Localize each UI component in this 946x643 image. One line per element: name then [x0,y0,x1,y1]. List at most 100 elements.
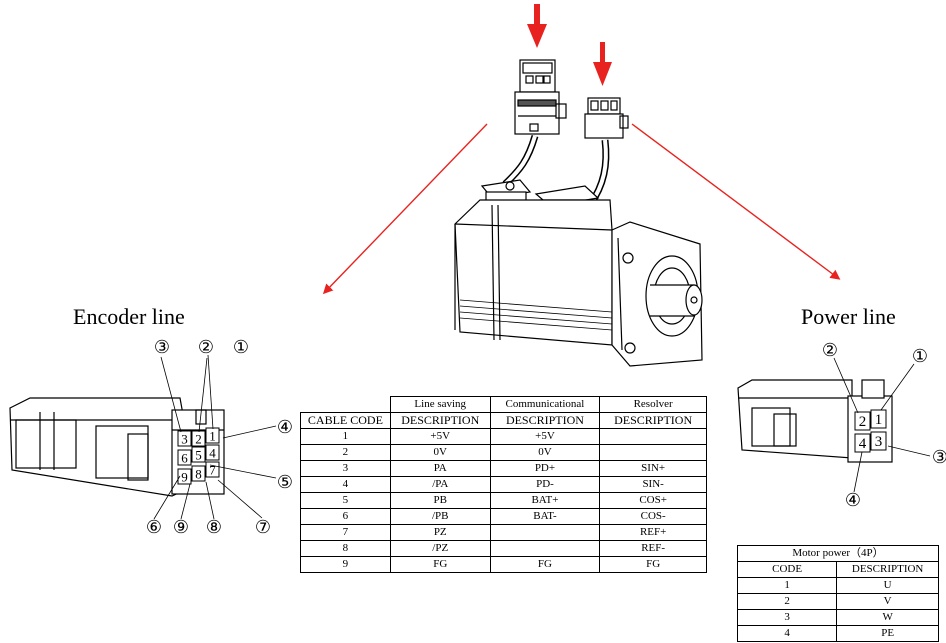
connector-arrow-encoder [527,4,547,48]
table-cell: W [836,609,939,626]
table-cell: PB [389,492,491,509]
table-cell: V [836,593,939,610]
table-cell: +5V [389,428,491,445]
table-row: 8/PZ REF- [300,540,707,557]
group-header-line-saving: Line saving [389,396,491,413]
encoder-pin-grid [177,427,220,485]
table-cell: 2 [300,444,391,461]
power-line-title: Power line [801,304,896,329]
table-cell: 1 [300,428,391,445]
table-cell: /PA [389,476,491,493]
col-header-description: DESCRIPTION [836,561,939,578]
encoder-pin-table: Line saving Communicational Resolver CAB… [300,396,707,573]
table-title-row: Motor power（4P） [737,545,939,562]
encoder-pin-3: 3 [181,432,188,447]
table-cell: 0V [389,444,491,461]
table-cell: PD- [489,476,601,493]
col-header-code: CODE [736,561,838,578]
table-header-row: CABLE CODE DESCRIPTION DESCRIPTION DESCR… [300,412,707,429]
table-cell: FG [489,556,601,573]
table-cell: FG [389,556,491,573]
blank-cell [300,396,391,413]
table-cell: 9 [300,556,391,573]
encoder-pin-8: 8 [195,467,202,482]
encoder-pin-9: 9 [181,470,188,485]
arrow-to-power-line [631,123,841,280]
encoder-callout-6: ⑥ [146,517,162,538]
table-cell: /PB [389,508,491,525]
table-cell: PA [389,460,491,477]
connector-arrow-power [593,42,612,86]
table-cell: 2 [736,593,838,610]
col-header-description: DESCRIPTION [489,412,601,429]
table-cell: REF- [599,540,707,557]
table-cell: FG [599,556,707,573]
table-cell: 4 [300,476,391,493]
group-header-communicational: Communicational [489,396,601,413]
table-cell: U [836,577,939,594]
col-header-cable-code: CABLE CODE [300,412,391,429]
servo-motor-drawing [454,59,703,367]
table-cell: PD+ [489,460,601,477]
table-cell: REF+ [599,524,707,541]
table-cell: COS- [599,508,707,525]
table-cell: /PZ [389,540,491,557]
encoder-callout-2: ② [198,337,214,358]
power-pin-1: 1 [875,412,883,428]
encoder-pin-5: 5 [195,448,202,463]
power-callout-3: ③ [932,447,946,468]
power-pin-3: 3 [875,434,883,450]
table-cell: PZ [389,524,491,541]
col-header-description: DESCRIPTION [599,412,707,429]
table-cell: 6 [300,508,391,525]
table-cell: 3 [300,460,391,477]
table-cell: +5V [489,428,601,445]
encoder-callout-4: ④ [277,417,293,438]
encoder-pin-7: 7 [209,463,216,478]
group-header-resolver: Resolver [599,396,707,413]
col-header-description: DESCRIPTION [389,412,491,429]
encoder-callout-7: ⑦ [255,517,271,538]
table-header-row: CODE DESCRIPTION [736,561,939,578]
table-cell: 5 [300,492,391,509]
table-row: 1+5V+5V [300,428,707,445]
power-callout-2: ② [822,340,838,361]
encoder-pin-2: 2 [195,432,202,447]
power-callout-4: ④ [845,490,861,511]
power-pin-2: 2 [859,414,867,430]
power-callout-1: ① [912,346,928,367]
encoder-callout-8: ⑧ [206,517,222,538]
table-cell: BAT- [489,508,601,525]
encoder-line-title: Encoder line [73,304,185,329]
table-cell: 7 [300,524,391,541]
table-cell: COS+ [599,492,707,509]
table-cell: PE [836,625,939,642]
table-cell: 4 [736,625,838,642]
table-cell: 8 [300,540,391,557]
table-cell: SIN- [599,476,707,493]
power-pin-grid [854,409,887,453]
power-leader-lines [833,357,931,493]
encoder-leader-lines [153,354,277,520]
encoder-callout-5: ⑤ [277,472,293,493]
table-cell [489,540,601,557]
table-cell: 0V [489,444,601,461]
power-pin-4: 4 [859,436,867,452]
table-cell: 1 [736,577,838,594]
table-cell [599,428,707,445]
table-cell [599,444,707,461]
table-group-header-row: Line saving Communicational Resolver [300,396,707,413]
motor-power-title: Motor power（4P） [737,545,939,562]
